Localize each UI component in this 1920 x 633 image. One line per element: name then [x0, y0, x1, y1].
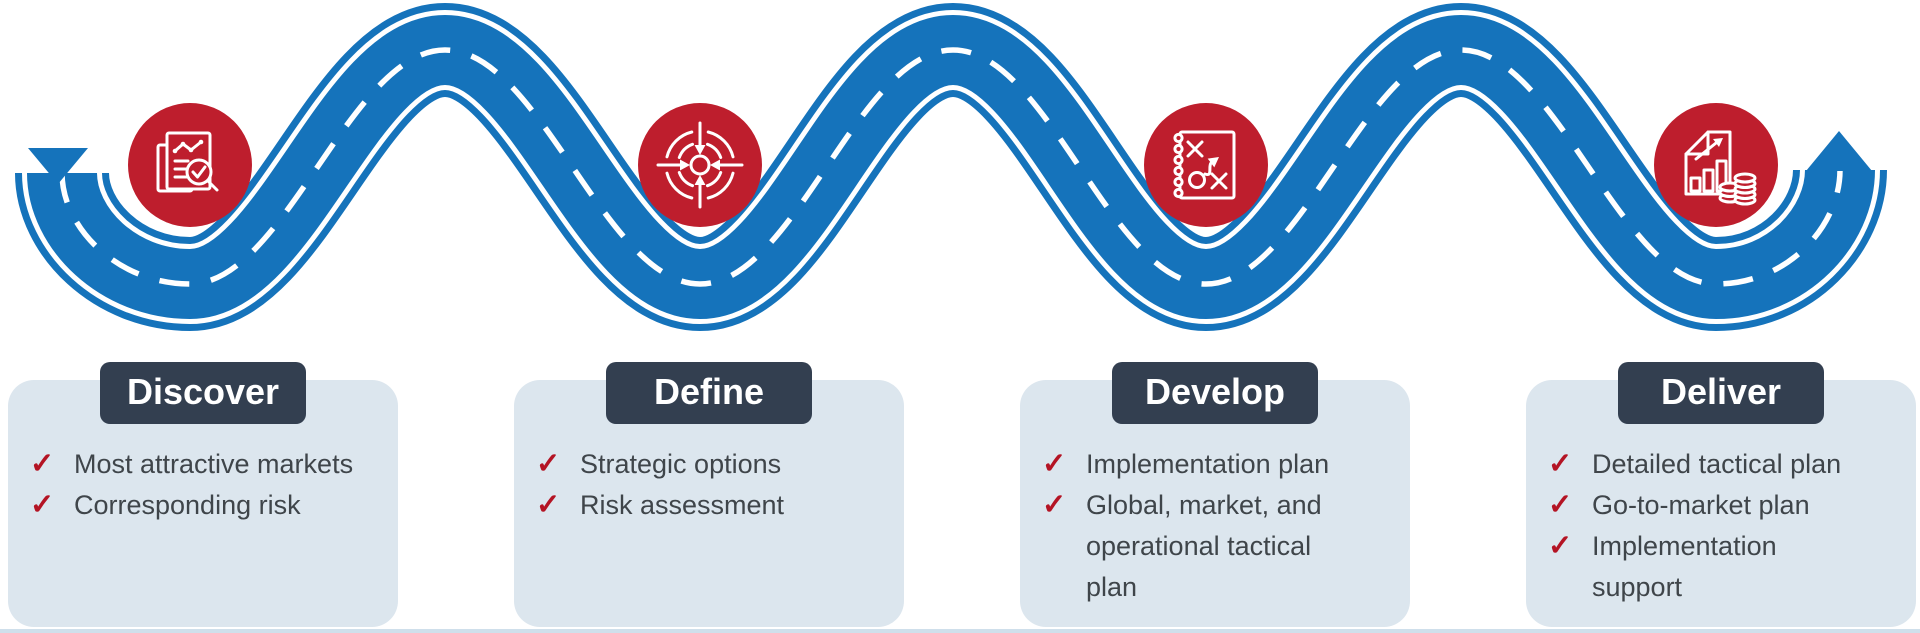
stage-bullet-list: ✓ Strategic options ✓ Risk assessment	[530, 444, 896, 526]
bullet-item: ✓ Corresponding risk	[24, 485, 390, 526]
bullet-text: Detailed tactical plan	[1592, 449, 1842, 479]
bullet-item: ✓ Implementation support	[1542, 526, 1908, 608]
bullet-text: Corresponding risk	[74, 490, 301, 520]
check-icon: ✓	[30, 489, 55, 521]
bullet-item: ✓ Detailed tactical plan	[1542, 444, 1908, 485]
bullet-item: ✓ Go-to-market plan	[1542, 485, 1908, 526]
bullet-item: ✓ Most attractive markets	[24, 444, 390, 485]
stage-header-discover: Discover	[100, 362, 306, 424]
stage-node-define	[638, 103, 762, 227]
stage-header-deliver: Deliver	[1618, 362, 1824, 424]
check-icon: ✓	[536, 489, 561, 521]
stage-card-deliver: Deliver ✓ Detailed tactical plan ✓ Go-to-ma…	[1526, 362, 1916, 627]
bullet-item: ✓ Implementation plan	[1036, 444, 1402, 485]
bullet-item: ✓ Global, market, and operational tactica…	[1036, 485, 1402, 608]
bullet-item: ✓ Strategic options	[530, 444, 896, 485]
bullet-text: Implementation support	[1592, 531, 1777, 602]
bullet-text: Global, market, and operational tactical…	[1086, 490, 1322, 602]
bullet-text: Strategic options	[580, 449, 782, 479]
start-arrow-down-icon	[28, 148, 88, 184]
check-icon: ✓	[1042, 489, 1067, 521]
bottom-edge-bar	[0, 629, 1920, 633]
stage-header-define: Define	[606, 362, 812, 424]
stage-node-discover	[128, 103, 252, 227]
report-coins-icon	[1684, 130, 1757, 206]
stage-card-define: Define ✓ Strategic options ✓ Risk assessmen…	[514, 362, 904, 627]
stage-bullet-list: ✓ Most attractive markets ✓ Corresponding r…	[24, 444, 390, 526]
bullet-text: Most attractive markets	[74, 449, 354, 479]
stage-header-develop: Develop	[1112, 362, 1318, 424]
node-circle	[638, 103, 762, 227]
stage-node-deliver	[1654, 103, 1778, 227]
check-icon: ✓	[1548, 489, 1573, 521]
check-icon: ✓	[1548, 448, 1573, 480]
bullet-text: Go-to-market plan	[1592, 490, 1810, 520]
stage-bullet-list: ✓ Detailed tactical plan ✓ Go-to-market pla…	[1542, 444, 1908, 608]
research-documents-icon	[156, 131, 219, 193]
node-circle	[1144, 103, 1268, 227]
bullet-text: Implementation plan	[1086, 449, 1330, 479]
check-icon: ✓	[536, 448, 561, 480]
check-icon: ✓	[30, 448, 55, 480]
bullet-text: Risk assessment	[580, 490, 785, 520]
winding-road	[62, 50, 1840, 284]
stage-card-discover: Discover ✓ Most attractive markets ✓ Corres…	[8, 362, 398, 627]
strategy-playbook-icon	[1173, 130, 1236, 200]
stage-card-develop: Develop ✓ Implementation plan ✓ Global, mar…	[1020, 362, 1410, 627]
stage-bullet-list: ✓ Implementation plan ✓ Global, market, and…	[1036, 444, 1402, 608]
bullet-item: ✓ Risk assessment	[530, 485, 896, 526]
check-icon: ✓	[1548, 530, 1573, 562]
end-arrow-up-icon	[1806, 131, 1872, 171]
stage-node-develop	[1144, 103, 1268, 227]
check-icon: ✓	[1042, 448, 1067, 480]
target-arrows-icon	[656, 121, 744, 209]
